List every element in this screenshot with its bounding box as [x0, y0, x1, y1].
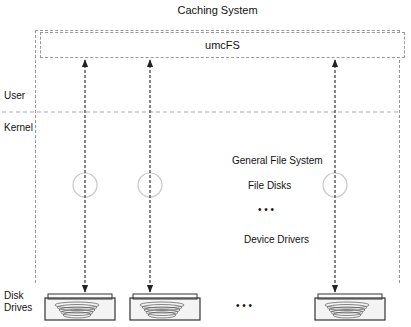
- node-text: umcFS: [41, 33, 404, 57]
- disk-drives-band: Disk Drives: [0, 290, 411, 327]
- user-kernel-divider: [2, 112, 400, 113]
- system-frame-border: [35, 30, 400, 283]
- double-arrow: [334, 60, 335, 292]
- text-label: • • •: [236, 300, 252, 311]
- node-text: Caching System: [35, 2, 400, 16]
- text-label: Device Drivers: [244, 234, 309, 245]
- text-label: Kernel: [4, 122, 33, 133]
- disk-drive-icons: [45, 294, 385, 320]
- text-label: User: [4, 90, 25, 101]
- umcfs-box: umcFS: [40, 32, 405, 58]
- double-arrow: [84, 60, 85, 292]
- text-label: File Disks: [248, 180, 291, 191]
- double-arrow: [149, 60, 150, 292]
- file-disk-circles: [73, 173, 347, 197]
- node-text: Disk Drives: [4, 290, 40, 314]
- system-frame: Caching SystemumcFS: [35, 2, 400, 283]
- text-label: • • •: [258, 204, 274, 215]
- text-label: General File System: [232, 155, 323, 166]
